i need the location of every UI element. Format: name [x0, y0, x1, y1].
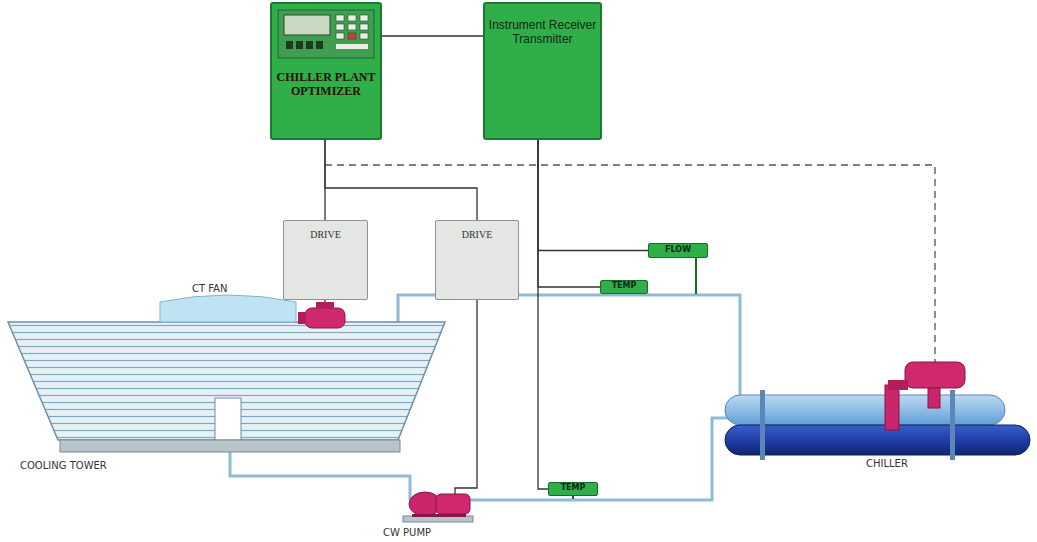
part-label: CHILLER — [866, 458, 908, 469]
signal-wire — [538, 140, 548, 489]
node-text: DRIVE — [439, 229, 515, 241]
sensor-stem — [573, 258, 696, 499]
temp-sensor: TEMP — [548, 482, 598, 496]
chiller — [725, 362, 1030, 460]
part-label: CW PUMP — [383, 527, 431, 538]
flow-sensor: FLOW — [648, 243, 708, 258]
part-label: CT FAN — [192, 283, 227, 294]
control-panel — [272, 4, 380, 64]
temp-sensor: TEMP — [600, 280, 648, 294]
cooling-tower — [8, 295, 445, 452]
node-text: Instrument Receiver Transmitter — [488, 18, 597, 47]
drive-box: DRIVE — [435, 220, 519, 300]
node-text: TEMP — [552, 483, 594, 493]
fan-motor — [298, 302, 345, 328]
node-text: TEMP — [604, 281, 644, 291]
signal-wire — [538, 140, 600, 287]
controller-box: CHILLER PLANT OPTIMIZER — [270, 2, 382, 140]
signal-wire — [382, 35, 483, 36]
signal-wire — [538, 140, 648, 251]
signal-wire — [325, 140, 477, 220]
part-label: COOLING TOWER — [20, 460, 107, 471]
cw-pump — [403, 492, 473, 522]
node-text: FLOW — [652, 245, 704, 255]
node-text: DRIVE — [287, 229, 364, 241]
drive-box: DRIVE — [283, 220, 368, 300]
transmitter-box: Instrument Receiver Transmitter — [483, 2, 602, 140]
node-text: CHILLER PLANT OPTIMIZER — [275, 70, 377, 99]
